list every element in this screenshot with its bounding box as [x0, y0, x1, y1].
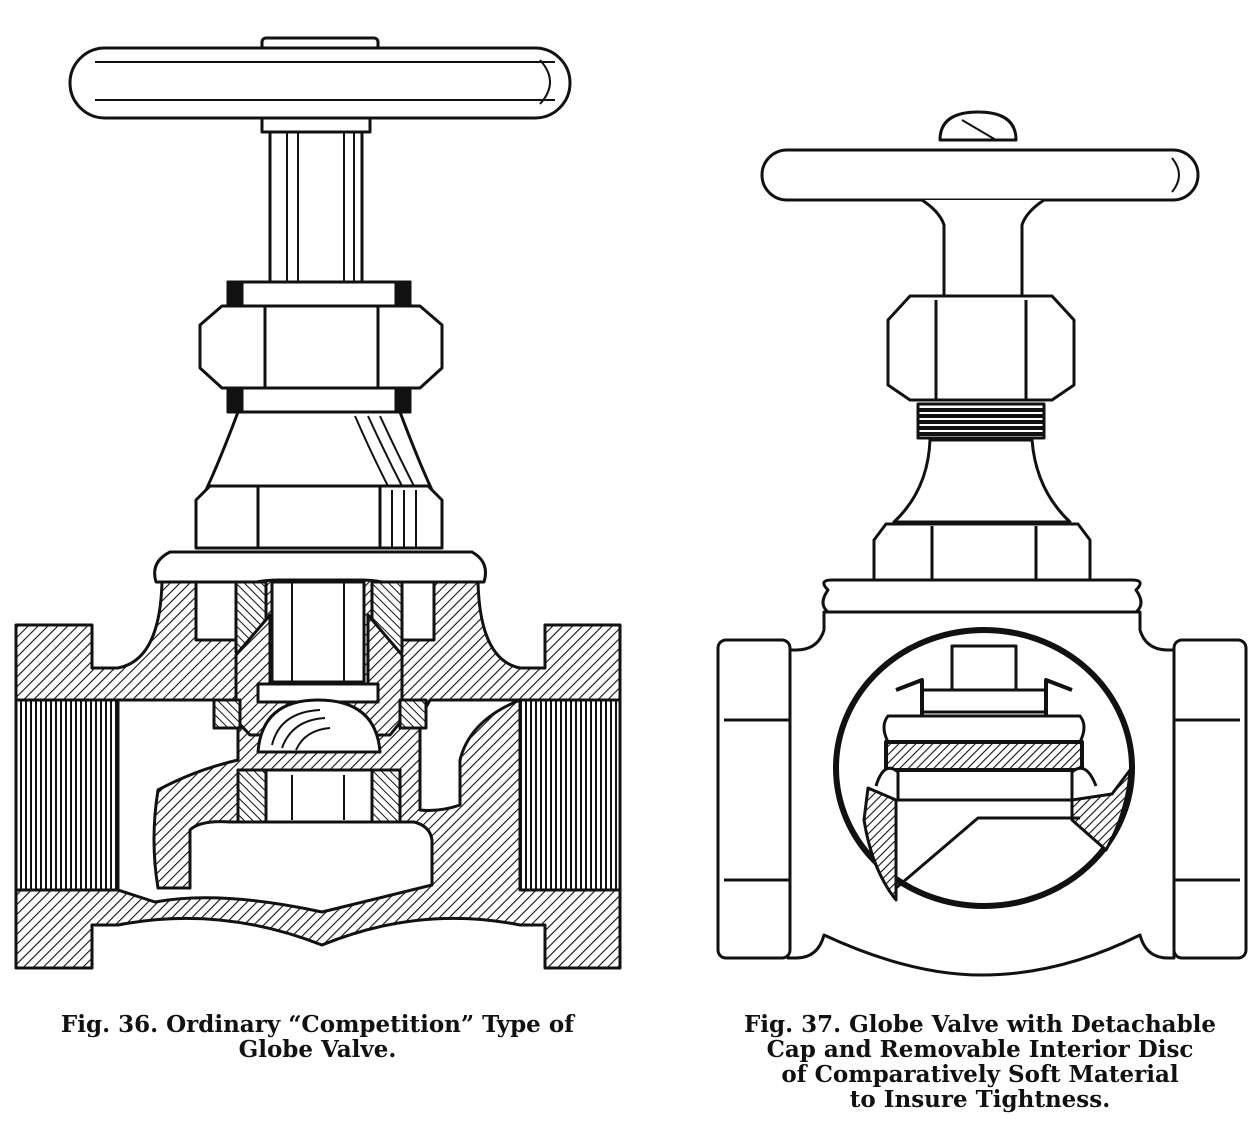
- right-threaded-port: [518, 698, 622, 892]
- valve-stem: [921, 198, 1045, 312]
- bonnet-neck: [204, 410, 434, 492]
- figure-37-caption: Fig. 37. Globe Valve with Detachable Cap…: [700, 1012, 1260, 1112]
- valve-seat: [236, 768, 402, 824]
- figure-36-globe-valve-drawing: [14, 36, 622, 970]
- caption-line: Fig. 36. Ordinary “Competition” Type of: [60, 1011, 575, 1038]
- caption-line: Globe Valve.: [238, 1036, 397, 1063]
- bonnet-hex: [194, 484, 444, 550]
- caption-line: of Comparatively Soft Material: [781, 1061, 1179, 1088]
- figure-37-globe-valve-drawing: [716, 110, 1248, 977]
- valve-disc-assembly: [212, 580, 428, 754]
- packing-nut: [886, 294, 1076, 402]
- bonnet-threads: [916, 402, 1046, 440]
- figure-36-caption: Fig. 36. Ordinary “Competition” Type of …: [10, 1012, 625, 1062]
- cutaway-view: [833, 627, 1135, 909]
- caption-line: Cap and Removable Interior Disc: [766, 1036, 1194, 1063]
- bonnet: [821, 438, 1143, 614]
- left-threaded-port: [14, 698, 120, 892]
- handwheel: [760, 110, 1200, 202]
- caption-line: Fig. 37. Globe Valve with Detachable: [743, 1011, 1217, 1038]
- caption-line: to Insure Tightness.: [849, 1086, 1111, 1113]
- packing-nut: [198, 280, 444, 414]
- bonnet-flange: [153, 550, 487, 584]
- handwheel: [68, 36, 572, 120]
- valve-stem: [260, 116, 372, 284]
